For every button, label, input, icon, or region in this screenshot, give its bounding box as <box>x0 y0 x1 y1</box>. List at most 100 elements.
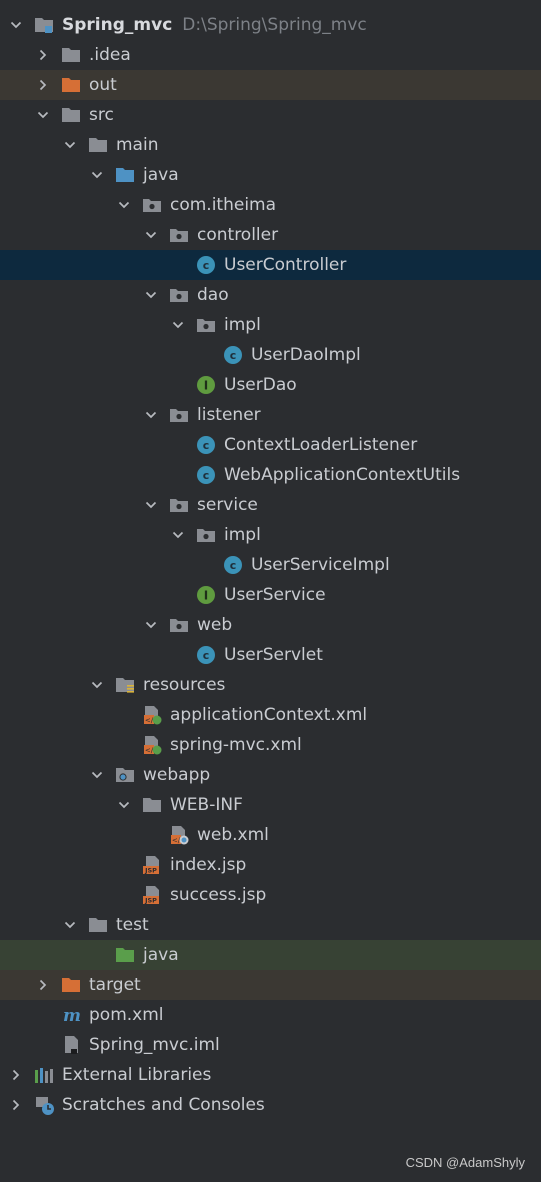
chevron-right-icon[interactable] <box>8 1060 24 1090</box>
tree-row-java[interactable]: java <box>0 940 541 970</box>
chevron-down-icon[interactable] <box>62 910 78 940</box>
tree-row-webapp[interactable]: webapp <box>0 760 541 790</box>
tree-row-listener[interactable]: listener <box>0 400 541 430</box>
tree-row-resources[interactable]: resources <box>0 670 541 700</box>
folder-icon <box>88 135 108 155</box>
chevron-down-icon[interactable] <box>143 400 159 430</box>
tree-row-dao[interactable]: dao <box>0 280 541 310</box>
svg-text:JSP: JSP <box>144 897 157 905</box>
tree-item-label: spring-mvc.xml <box>170 730 302 760</box>
class-icon: c <box>223 345 243 365</box>
chevron-right-icon[interactable] <box>35 970 51 1000</box>
tree-row-com-itheima[interactable]: com.itheima <box>0 190 541 220</box>
tree-item-label: applicationContext.xml <box>170 700 367 730</box>
tree-item-text: controller <box>197 225 279 245</box>
tree-row-applicationcontext-xml[interactable]: </applicationContext.xml <box>0 700 541 730</box>
chevron-down-icon[interactable] <box>143 490 159 520</box>
chevron-down-icon[interactable] <box>89 760 105 790</box>
tree-row-web[interactable]: web <box>0 610 541 640</box>
chevron-down-icon[interactable] <box>62 130 78 160</box>
web-xml-icon: </ <box>169 825 189 845</box>
tree-row-spring-mvc-xml[interactable]: </spring-mvc.xml <box>0 730 541 760</box>
tree-item-text: src <box>89 105 114 125</box>
class-icon: c <box>196 435 216 455</box>
chevron-down-icon[interactable] <box>143 610 159 640</box>
folder-icon <box>142 795 162 815</box>
chevron-right-icon[interactable] <box>35 70 51 100</box>
package-icon <box>196 315 216 335</box>
tree-row-web-xml[interactable]: </web.xml <box>0 820 541 850</box>
tree-row-impl[interactable]: impl <box>0 520 541 550</box>
package-icon <box>169 405 189 425</box>
jsp-icon: JSP <box>142 855 162 875</box>
tree-row-scratches-and-consoles[interactable]: Scratches and Consoles <box>0 1090 541 1120</box>
tree-row-java[interactable]: java <box>0 160 541 190</box>
tree-row-out[interactable]: out <box>0 70 541 100</box>
chevron-down-icon[interactable] <box>170 520 186 550</box>
chevron-down-icon[interactable] <box>89 160 105 190</box>
svg-text:c: c <box>203 259 210 272</box>
svg-text:JSP: JSP <box>144 867 157 875</box>
tree-row-idea[interactable]: .idea <box>0 40 541 70</box>
package-icon <box>196 525 216 545</box>
chevron-down-icon[interactable] <box>170 310 186 340</box>
tree-row-main[interactable]: main <box>0 130 541 160</box>
tree-item-label: Scratches and Consoles <box>62 1090 265 1120</box>
tree-item-text: External Libraries <box>62 1065 212 1085</box>
tree-row-usercontroller[interactable]: c UserController <box>0 250 541 280</box>
chevron-down-icon[interactable] <box>143 220 159 250</box>
class-icon: c <box>196 645 216 665</box>
chevron-down-icon[interactable] <box>89 670 105 700</box>
tree-item-label: com.itheima <box>170 190 276 220</box>
chevron-down-icon[interactable] <box>8 10 24 40</box>
chevron-down-icon[interactable] <box>35 100 51 130</box>
tree-item-text: listener <box>197 405 261 425</box>
tree-item-text: UserService <box>224 585 326 605</box>
chevron-down-icon[interactable] <box>116 190 132 220</box>
tree-row-src[interactable]: src <box>0 100 541 130</box>
chevron-down-icon[interactable] <box>116 790 132 820</box>
chevron-right-icon[interactable] <box>35 40 51 70</box>
package-icon <box>169 495 189 515</box>
tree-row-test[interactable]: test <box>0 910 541 940</box>
tree-item-text: com.itheima <box>170 195 277 215</box>
tree-item-label: UserController <box>224 250 346 280</box>
tree-item-label: impl <box>224 520 261 550</box>
tree-row-spring-mvc-iml[interactable]: Spring_mvc.iml <box>0 1030 541 1060</box>
svg-text:</: </ <box>172 837 181 845</box>
package-icon <box>169 615 189 635</box>
tree-item-label: test <box>116 910 149 940</box>
excluded-folder-icon <box>61 975 81 995</box>
svg-text:I: I <box>204 379 208 393</box>
tree-row-service[interactable]: service <box>0 490 541 520</box>
tree-item-label: listener <box>197 400 261 430</box>
tree-item-text: java <box>143 945 179 965</box>
tree-row-impl[interactable]: impl <box>0 310 541 340</box>
tree-item-label: java <box>143 940 179 970</box>
chevron-right-icon[interactable] <box>8 1090 24 1120</box>
tree-row-target[interactable]: target <box>0 970 541 1000</box>
tree-row-webapplicationcontextutils[interactable]: c WebApplicationContextUtils <box>0 460 541 490</box>
svg-text:c: c <box>230 559 237 572</box>
tree-item-text: WebApplicationContextUtils <box>224 465 461 485</box>
tree-item-label: target <box>89 970 141 1000</box>
tree-item-text: Scratches and Consoles <box>62 1095 265 1115</box>
tree-row-external-libraries[interactable]: External Libraries <box>0 1060 541 1090</box>
tree-row-controller[interactable]: controller <box>0 220 541 250</box>
libraries-icon <box>34 1065 54 1085</box>
chevron-down-icon[interactable] <box>143 280 159 310</box>
svg-text:c: c <box>203 469 210 482</box>
tree-row-web-inf[interactable]: WEB-INF <box>0 790 541 820</box>
